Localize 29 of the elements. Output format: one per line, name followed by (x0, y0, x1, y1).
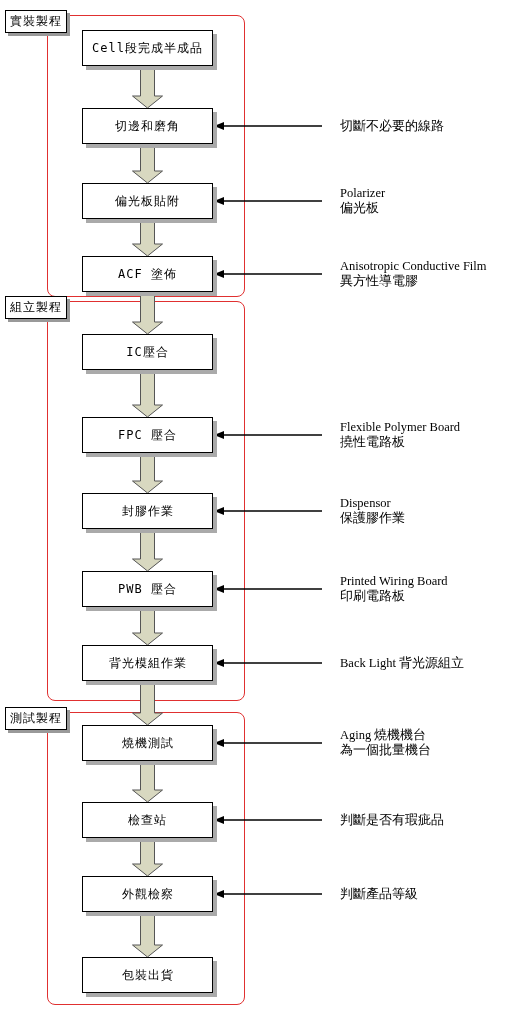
arrow (214, 816, 323, 824)
arrow (214, 270, 323, 278)
annotation-text: Anisotropic Conductive Film (340, 259, 487, 274)
annotation-text: 判斷產品等級 (340, 886, 418, 902)
annotation-text: 為一個批量機台 (340, 743, 431, 758)
stage-label: 組立製程 (5, 296, 67, 319)
annotation-text: 撓性電路板 (340, 435, 405, 450)
annotation-text: 保護膠作業 (340, 511, 405, 526)
arrow (214, 197, 323, 205)
arrow (214, 507, 323, 515)
annotation-text: Flexible Polymer Board (340, 420, 461, 435)
annotation-text: 偏光板 (340, 201, 379, 216)
arrow (214, 122, 323, 130)
arrow (214, 890, 323, 898)
arrow (214, 659, 323, 667)
annotation-text: 判斷是否有瑕疵品 (340, 812, 444, 828)
annotation-text: 切斷不必要的線路 (340, 118, 444, 134)
stage-label: 測試製程 (5, 707, 67, 730)
annotation-text: Polarizer (340, 186, 386, 201)
annotation-text: 異方性導電膠 (340, 274, 418, 289)
stage-label: 實裝製程 (5, 10, 67, 33)
annotation-text: Dispensor (340, 496, 391, 511)
annotation-text: Back Light 背光源組立 (340, 655, 464, 671)
annotation-text: Aging 燒機機台 (340, 728, 427, 743)
annotation-text: 印刷電路板 (340, 589, 405, 604)
arrow (214, 739, 323, 747)
arrow (214, 585, 323, 593)
annotation-text: Printed Wiring Board (340, 574, 448, 589)
arrow (214, 431, 323, 439)
